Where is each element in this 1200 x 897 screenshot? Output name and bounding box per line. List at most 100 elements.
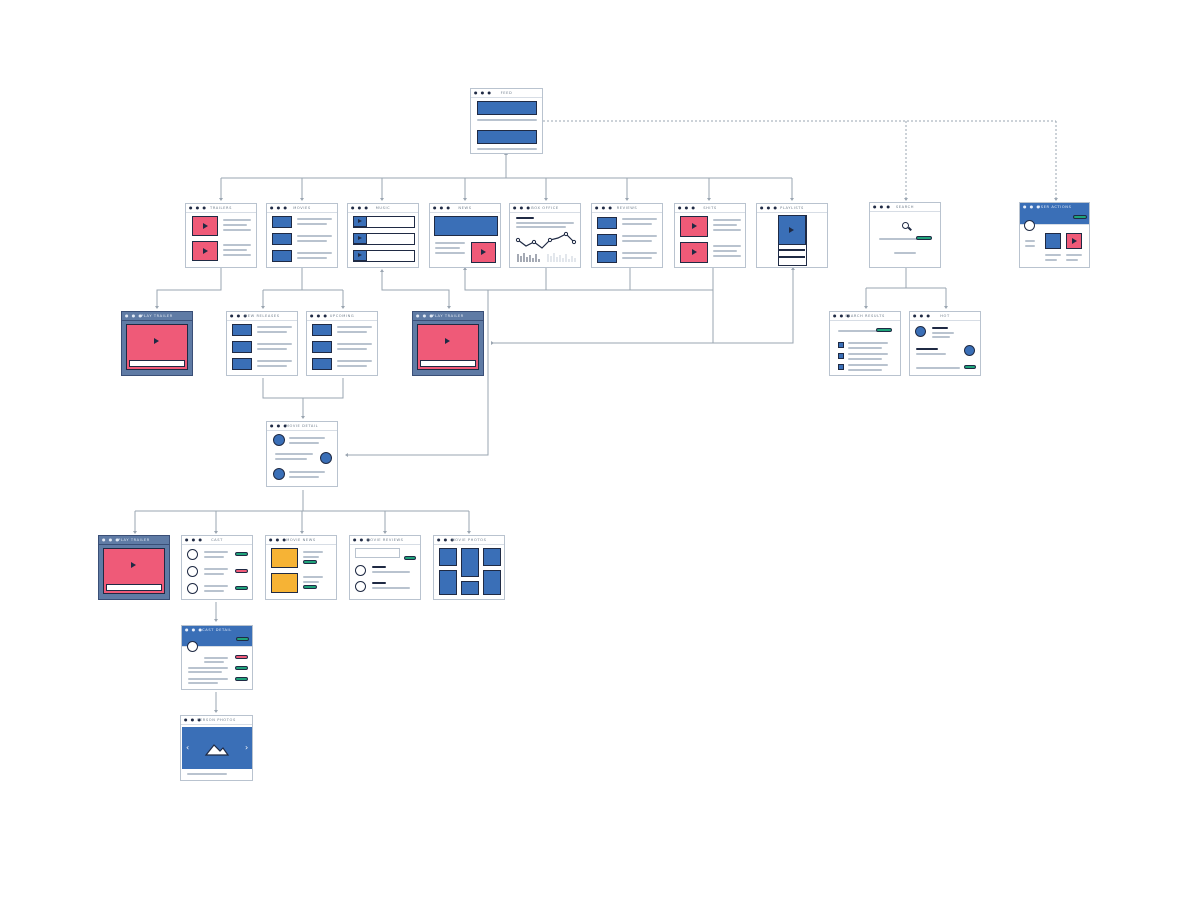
text-placeholder-line	[303, 556, 319, 558]
node-title: CAST	[211, 538, 223, 542]
text-placeholder-line	[713, 245, 741, 247]
node-title: CAST DETAIL	[202, 628, 232, 632]
image-thumbnail	[232, 324, 252, 336]
node-search[interactable]: ● ● ●SEARCH	[869, 202, 941, 268]
text-placeholder-line	[932, 336, 950, 338]
text-placeholder-line	[622, 223, 652, 225]
play-icon	[203, 223, 208, 229]
node-reviews[interactable]: ● ● ●REVIEWS	[591, 203, 663, 268]
image-icon	[477, 130, 537, 144]
text-placeholder-line	[188, 667, 228, 669]
text-placeholder-line	[204, 573, 224, 575]
avatar	[187, 549, 198, 560]
node-movie-news[interactable]: ● ● ●MOVIE NEWS	[265, 535, 337, 600]
window-dots: ● ● ●	[351, 205, 370, 210]
text-placeholder-line	[289, 476, 319, 478]
image-thumbnail	[597, 234, 617, 246]
node-cast-detail[interactable]: ● ● ●CAST DETAIL	[181, 625, 253, 690]
node-title: SEARCH RESULTS	[845, 314, 885, 318]
node-user-actions[interactable]: ● ● ●USER ACTIONS	[1019, 202, 1090, 268]
text-placeholder-line	[223, 254, 251, 256]
connector-to-detail	[262, 378, 344, 418]
image-thumbnail	[232, 358, 252, 370]
text-placeholder-line	[257, 348, 287, 350]
node-play-trailer[interactable]: ● ● ●PLAY TRAILER	[121, 311, 193, 376]
text-placeholder-line	[188, 682, 218, 684]
node-shits[interactable]: ● ● ●SHITS	[674, 203, 746, 268]
text-placeholder-line	[916, 367, 960, 369]
text-placeholder-line	[204, 551, 228, 553]
node-music[interactable]: ● ● ●MUSIC	[347, 203, 419, 268]
node-movies[interactable]: ● ● ●MOVIES	[266, 203, 338, 268]
text-placeholder-line	[1045, 254, 1061, 256]
wireframe-element	[778, 215, 807, 266]
node-box-office[interactable]: ● ● ●BOX OFFICE	[509, 203, 581, 268]
text-placeholder-line	[204, 585, 228, 587]
play-icon	[481, 249, 486, 255]
node-playlists[interactable]: ● ● ●PLAYLISTS	[756, 203, 828, 268]
button-placeholder	[235, 552, 248, 556]
text-placeholder-line	[297, 257, 327, 259]
wireframe-element	[779, 256, 805, 258]
node-title: SHITS	[703, 206, 717, 210]
connector-music	[381, 270, 450, 308]
video-thumbnail	[192, 241, 218, 261]
node-person-photos[interactable]: ● ● ●PERSON PHOTOS ‹ ›	[180, 715, 253, 781]
button-placeholder	[404, 556, 416, 560]
text-placeholder-line	[1025, 245, 1035, 247]
text-placeholder-line	[223, 244, 251, 246]
node-title: MOVIE REVIEWS	[366, 538, 404, 542]
node-feed[interactable]: ● ● ●FEED	[470, 88, 543, 154]
node-cast[interactable]: ● ● ●CAST	[181, 535, 253, 600]
window-title-bar: ● ● ●SHITS	[675, 204, 745, 213]
text-placeholder-line	[372, 587, 410, 589]
text-placeholder-line	[289, 442, 319, 444]
button-placeholder	[876, 328, 892, 332]
text-placeholder-line	[1066, 259, 1078, 261]
news-thumbnail	[271, 573, 298, 593]
connector-movies	[262, 268, 344, 308]
window-dots: ● ● ●	[102, 537, 121, 542]
button-placeholder	[235, 586, 248, 590]
text-placeholder-line	[435, 247, 460, 249]
text-placeholder-line	[187, 773, 227, 775]
video-thumbnail	[680, 242, 708, 263]
node-new-releases[interactable]: ● ● ●NEW RELEASES	[226, 311, 298, 376]
window-title-bar: ● ● ●PLAY TRAILER	[413, 312, 483, 321]
node-news[interactable]: ● ● ●NEWS	[429, 203, 501, 268]
avatar	[355, 565, 366, 576]
window-title-bar: ● ● ●NEWS	[430, 204, 500, 213]
play-icon	[692, 223, 697, 229]
play-icon	[154, 338, 159, 344]
window-dots: ● ● ●	[474, 90, 493, 95]
play-icon	[203, 248, 208, 254]
node-movie-photos[interactable]: ● ● ●MOVIE PHOTOS	[433, 535, 505, 600]
node-search-results[interactable]: ● ● ●SEARCH RESULTS	[829, 311, 901, 376]
text-placeholder-line	[516, 222, 574, 224]
image-thumbnail	[838, 353, 844, 359]
wireframe-element	[779, 249, 805, 251]
node-movie-reviews[interactable]: ● ● ●MOVIE REVIEWS	[349, 535, 421, 600]
image-thumbnail	[272, 216, 292, 228]
text-placeholder-line	[275, 453, 313, 455]
node-play-trailer[interactable]: ● ● ●PLAY TRAILER	[98, 535, 170, 600]
play-icon	[358, 253, 362, 257]
node-play-trailer[interactable]: ● ● ●PLAY TRAILER	[412, 311, 484, 376]
image-thumbnail	[439, 548, 457, 566]
node-title: MOVIE DETAIL	[285, 424, 319, 428]
window-dots: ● ● ●	[270, 423, 289, 428]
window-dots: ● ● ●	[270, 205, 289, 210]
video-thumbnail	[471, 242, 496, 263]
wireframe-element: ›	[245, 743, 249, 752]
node-movie-detail[interactable]: ● ● ●MOVIE DETAIL	[266, 421, 338, 487]
node-trailers[interactable]: ● ● ●TRAILERS	[185, 203, 257, 268]
text-placeholder-line	[435, 252, 465, 254]
text-placeholder-line	[622, 252, 657, 254]
node-hot[interactable]: ● ● ●HOT	[909, 311, 981, 376]
node-title: NEWS	[458, 206, 472, 210]
window-title-bar: ● ● ●MUSIC	[348, 204, 418, 213]
text-placeholder-line	[303, 576, 323, 578]
image-thumbnail	[838, 364, 844, 370]
node-upcoming[interactable]: ● ● ●UPCOMING	[306, 311, 378, 376]
